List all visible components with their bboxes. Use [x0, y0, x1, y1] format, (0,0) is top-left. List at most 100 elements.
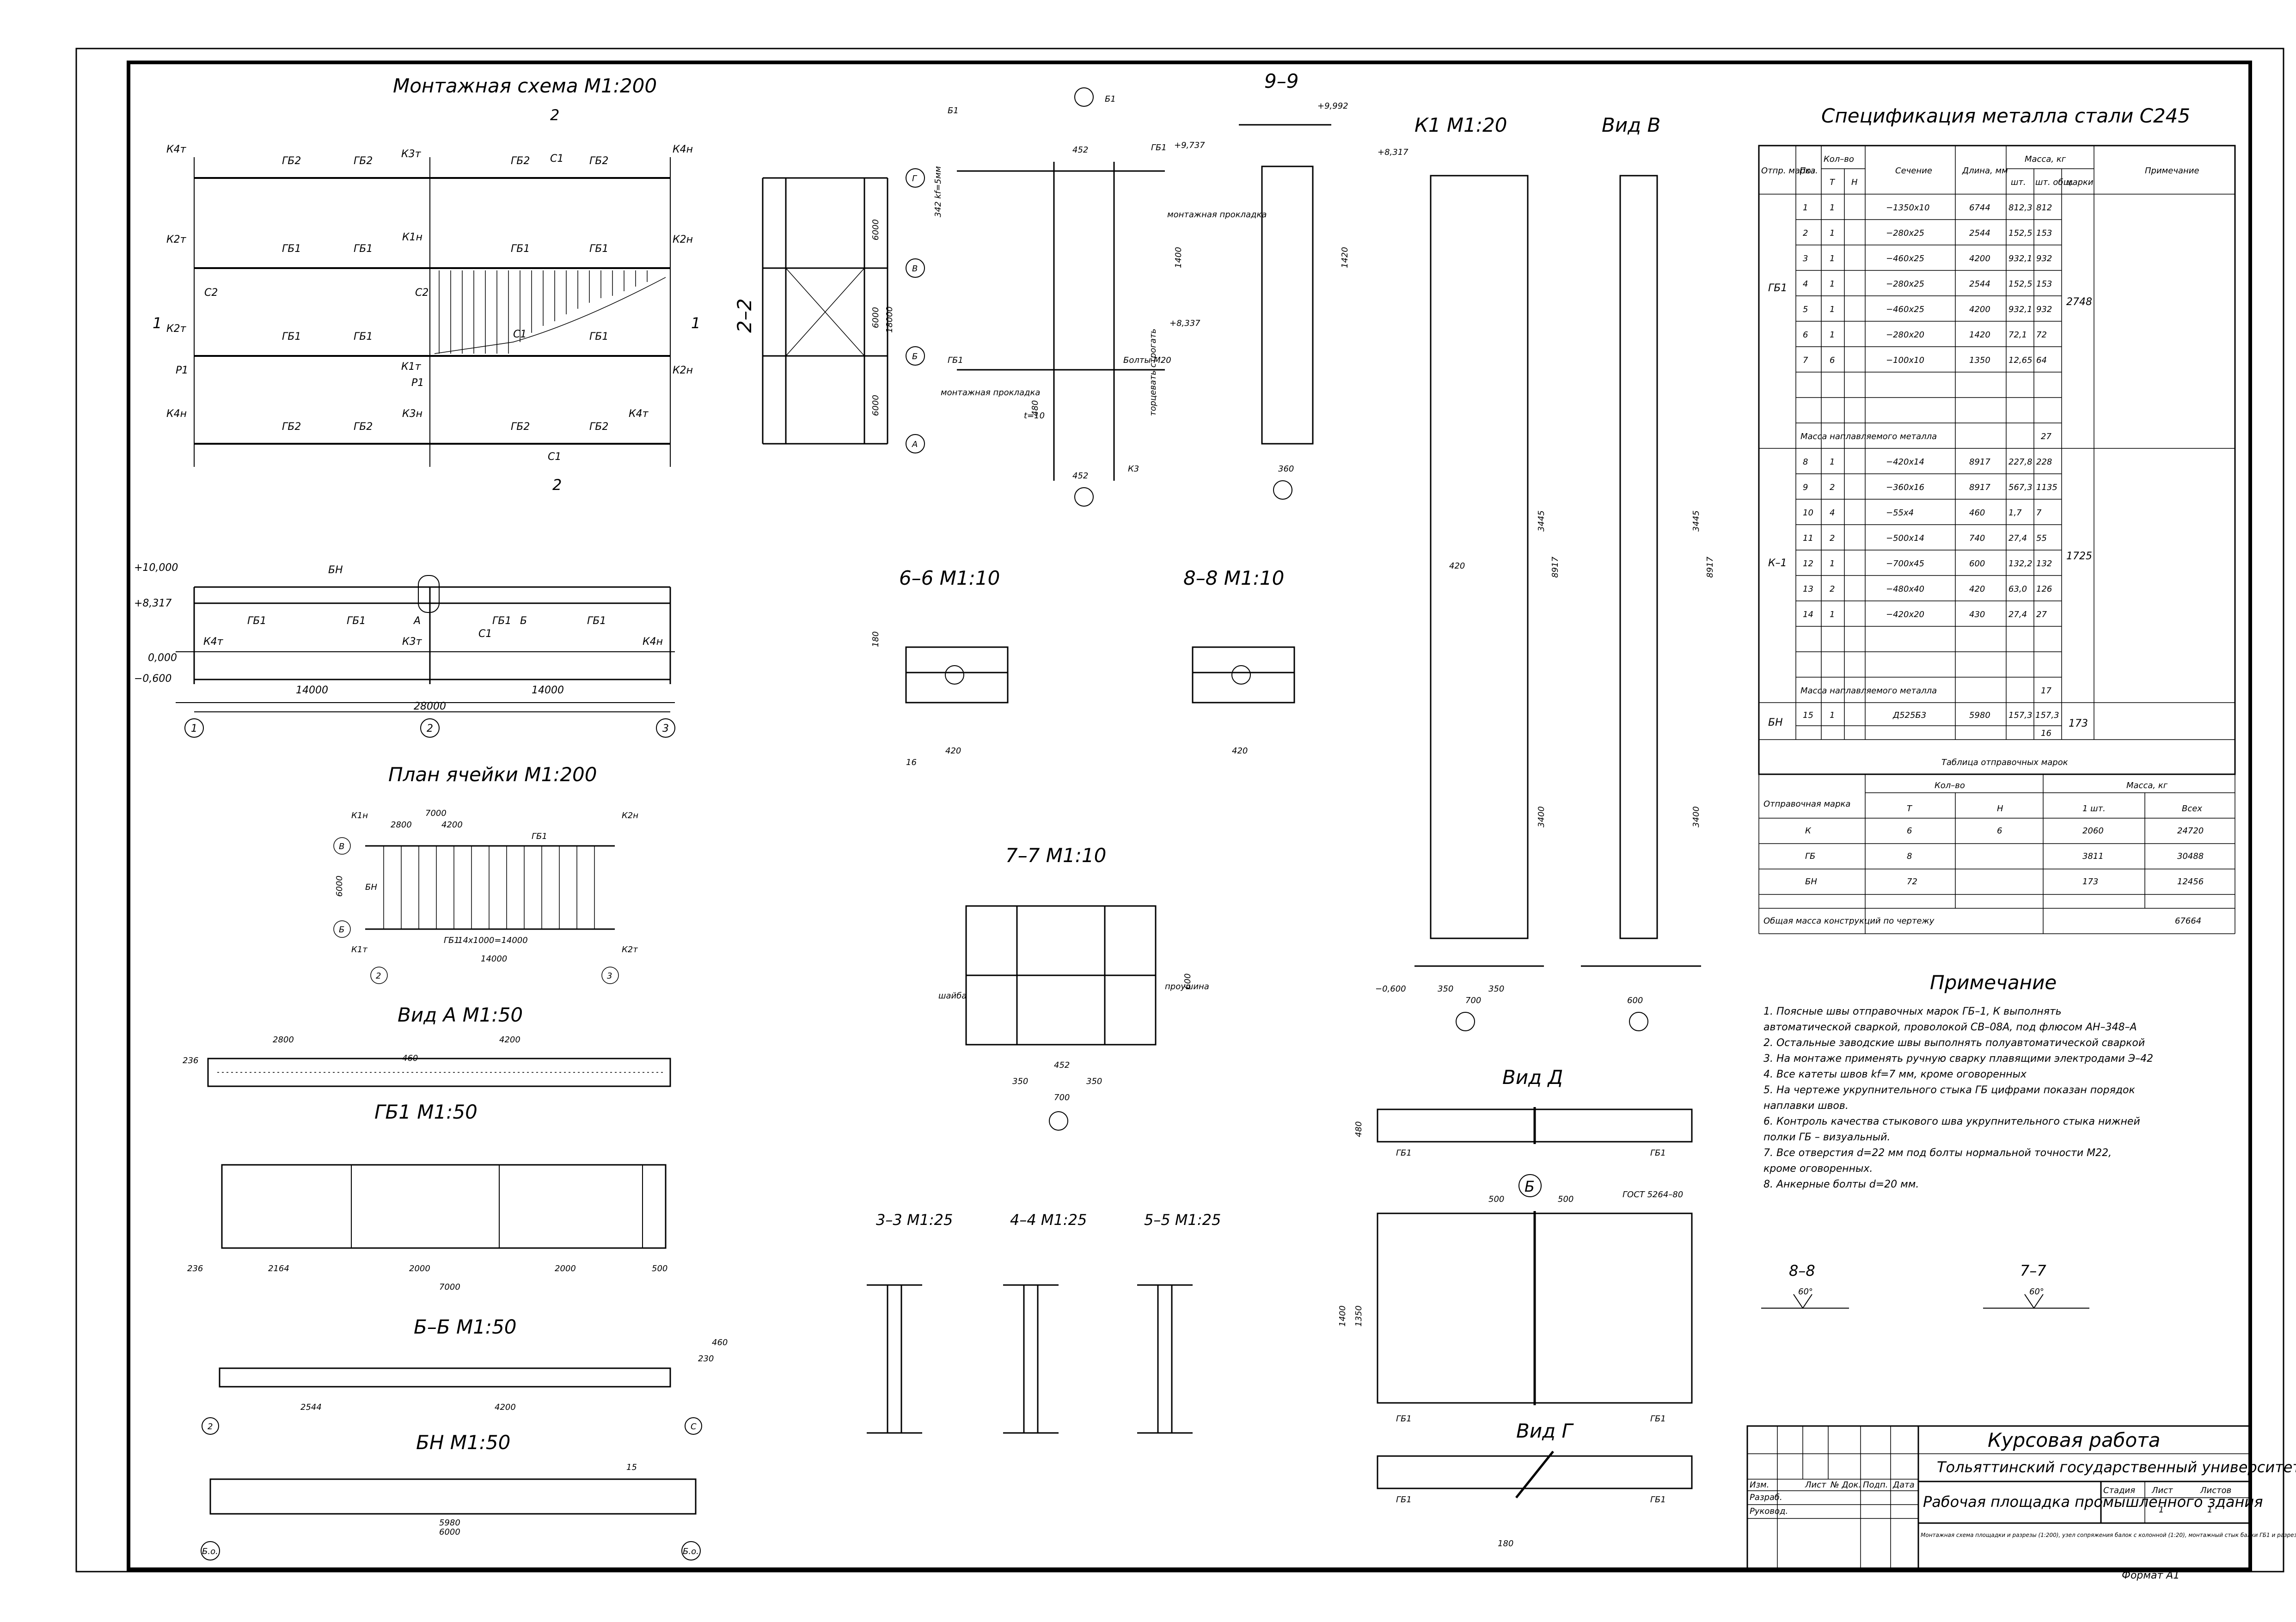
gb1-d500: 500 — [652, 1264, 667, 1273]
note-line: 8. Анкерные болты d=20 мм. — [1763, 1179, 1919, 1190]
spec-k1-mark: К–1 — [1768, 557, 1787, 569]
spec-title: Спецификация металла стали С245 — [1821, 104, 2190, 127]
s77-d350b: 350 — [1086, 1077, 1102, 1086]
spec-gb1-len: 2544 — [1969, 279, 1990, 289]
ml-k1t-1: К1т — [401, 361, 422, 373]
bn-ax-bo-l: Б.о. — [202, 1547, 218, 1556]
ml-k4t-e: К4т — [203, 636, 224, 648]
spec-gb1-mark: ГБ1 — [1768, 282, 1787, 294]
small-sections: 6–6 М1:10 420 180 16 8–8 М1:10 420 7–7 М… — [867, 567, 1295, 1434]
sh-qty: Кол–во — [1824, 154, 1854, 164]
ml-k2t-1: К2т — [166, 234, 187, 245]
ml-dim-14000-a: 14000 — [296, 685, 328, 696]
ml-gb1-e1: ГБ1 — [247, 615, 266, 627]
spec-k1-sec: −700х45 — [1886, 559, 1924, 569]
ml-gb2-8: ГБ2 — [589, 421, 608, 433]
n-d360: 360 — [1278, 464, 1294, 474]
spec-gb1-len: 1420 — [1969, 330, 1990, 340]
inner-frame — [127, 61, 2252, 1571]
spec-gb1-pos: 5 — [1803, 305, 1808, 314]
sh-n: Н — [1851, 178, 1858, 187]
n-e9737: +9,737 — [1174, 141, 1205, 150]
sd-d1350: 1350 — [1354, 1305, 1364, 1327]
beam-views: Вид А М1:50 2800 4200 236 460 ГБ1 М1:50 … — [183, 1004, 728, 1561]
tb-stage: Стадия — [2103, 1486, 2135, 1495]
s77-d350a: 350 — [1012, 1077, 1028, 1086]
sd-d460: 480 — [1354, 1121, 1364, 1137]
spec-k1-pos: 11 — [1803, 533, 1813, 543]
spec-k1-m2: 7 — [2036, 508, 2042, 518]
sg-d180: 180 — [1498, 1539, 1513, 1549]
notes-lines: 1. Поясные швы отправочных марок ГБ–1, К… — [1763, 1006, 2153, 1190]
tb-h-list: Лист — [1805, 1480, 1826, 1490]
vv-d8917: 8917 — [1705, 557, 1715, 578]
sd-gb1c: ГБ1 — [1396, 1414, 1412, 1424]
ml-gb1-e2: ГБ1 — [347, 615, 366, 627]
vv-d3445: 3445 — [1691, 510, 1701, 532]
ml-axis-2: 2 — [427, 723, 433, 734]
note-line: 4. Все катеты швов kf=7 мм, кроме оговор… — [1763, 1069, 2027, 1080]
viewg-title: Вид Г — [1516, 1420, 1574, 1442]
spec-k1-sec: −360х16 — [1886, 483, 1924, 492]
k1-d8917: 8917 — [1550, 557, 1560, 578]
sec22-ax-b: Б — [912, 352, 918, 361]
ml-gb1-1: ГБ1 — [282, 243, 301, 255]
ml-p1-1: Р1 — [176, 365, 188, 376]
sec55-title: 5–5 М1:25 — [1144, 1211, 1221, 1229]
ml-p1-2: Р1 — [411, 377, 424, 389]
viewv-title: Вид В — [1602, 114, 1660, 136]
va-d460: 460 — [402, 1053, 418, 1063]
spec-k1-sec: −420х14 — [1886, 457, 1924, 467]
spec-gb1-sec: −1350х10 — [1886, 203, 1929, 213]
sec22-ax-v: В — [912, 264, 918, 274]
spec-k1-len: 460 — [1969, 508, 1985, 518]
outer-frame — [75, 48, 2284, 1573]
ship-total-label: Общая масса конструкций по чертежу — [1763, 916, 1935, 926]
n-d1420: 1420 — [1340, 247, 1350, 268]
sh-mass-pc: шт. — [2011, 178, 2026, 187]
ml-k2t-2: К2т — [166, 323, 187, 335]
va-d4200: 4200 — [499, 1035, 520, 1045]
n-gb1a: ГБ1 — [948, 355, 963, 365]
ship-pc: 2060 — [2082, 826, 2104, 836]
spec-gb1-sec: −100х10 — [1886, 355, 1924, 365]
spec-k1-weld: 17 — [2041, 686, 2051, 696]
ml-k2n-2: К2н — [673, 365, 693, 376]
gb1-d236: 236 — [187, 1264, 203, 1273]
sh-length: Длина, мм — [1962, 166, 2008, 176]
spec-k1-t: 2 — [1830, 483, 1835, 492]
sd-b: Б — [1525, 1178, 1535, 1195]
spec-gb1-t: 1 — [1830, 203, 1835, 213]
tb-univ: Тольяттинский государственный университе… — [1937, 1458, 2296, 1476]
montage-scheme: Монтажная схема М1:200 К4 — [134, 74, 925, 738]
gb1-title: ГБ1 М1:50 — [374, 1101, 478, 1123]
va-d236: 236 — [183, 1056, 198, 1065]
ml-dim-28000: 28000 — [414, 701, 446, 712]
tb-work: Курсовая работа — [1988, 1429, 2160, 1451]
plan-d14000: 14000 — [481, 954, 507, 964]
spec-bn-t: 1 — [1830, 710, 1835, 720]
ml-gb2-5: ГБ2 — [282, 421, 301, 433]
spec-k1-m1: 27,4 — [2008, 533, 2027, 543]
note-line: 7. Все отверстия d=22 мм под болты норма… — [1763, 1147, 2112, 1159]
ml-bn: БН — [328, 564, 343, 576]
spec-k1-pos: 10 — [1803, 508, 1813, 518]
ml-elev-zero: 0,000 — [148, 652, 177, 664]
ship-pc: 173 — [2082, 877, 2098, 887]
plan-d2800: 2800 — [391, 820, 412, 830]
spec-k1-weld-label: Масса наплавляемого металла — [1800, 686, 1937, 696]
plan-bn: БН — [365, 882, 377, 892]
splice-views: Вид Д Б ГОСТ 5264–80 1400 1350 480 500 5… — [1338, 1066, 2089, 1549]
ship-h-mark: Отправочная марка — [1763, 799, 1850, 809]
spec-gb1-t: 1 — [1830, 254, 1835, 263]
ml-k4n-2: К4н — [166, 408, 187, 420]
n-torc: торцевать строгать — [1148, 329, 1158, 416]
ml-a-e: А — [413, 615, 421, 627]
spec-gb1-t: 6 — [1830, 355, 1835, 365]
plan-ax-v: В — [339, 842, 344, 851]
notes-title: Примечание — [1930, 971, 2057, 994]
n-b1a: Б1 — [948, 106, 959, 116]
ml-gb1-2: ГБ1 — [354, 243, 373, 255]
plan-k1t: К1т — [351, 945, 367, 955]
spec-gb1-t: 1 — [1830, 305, 1835, 314]
